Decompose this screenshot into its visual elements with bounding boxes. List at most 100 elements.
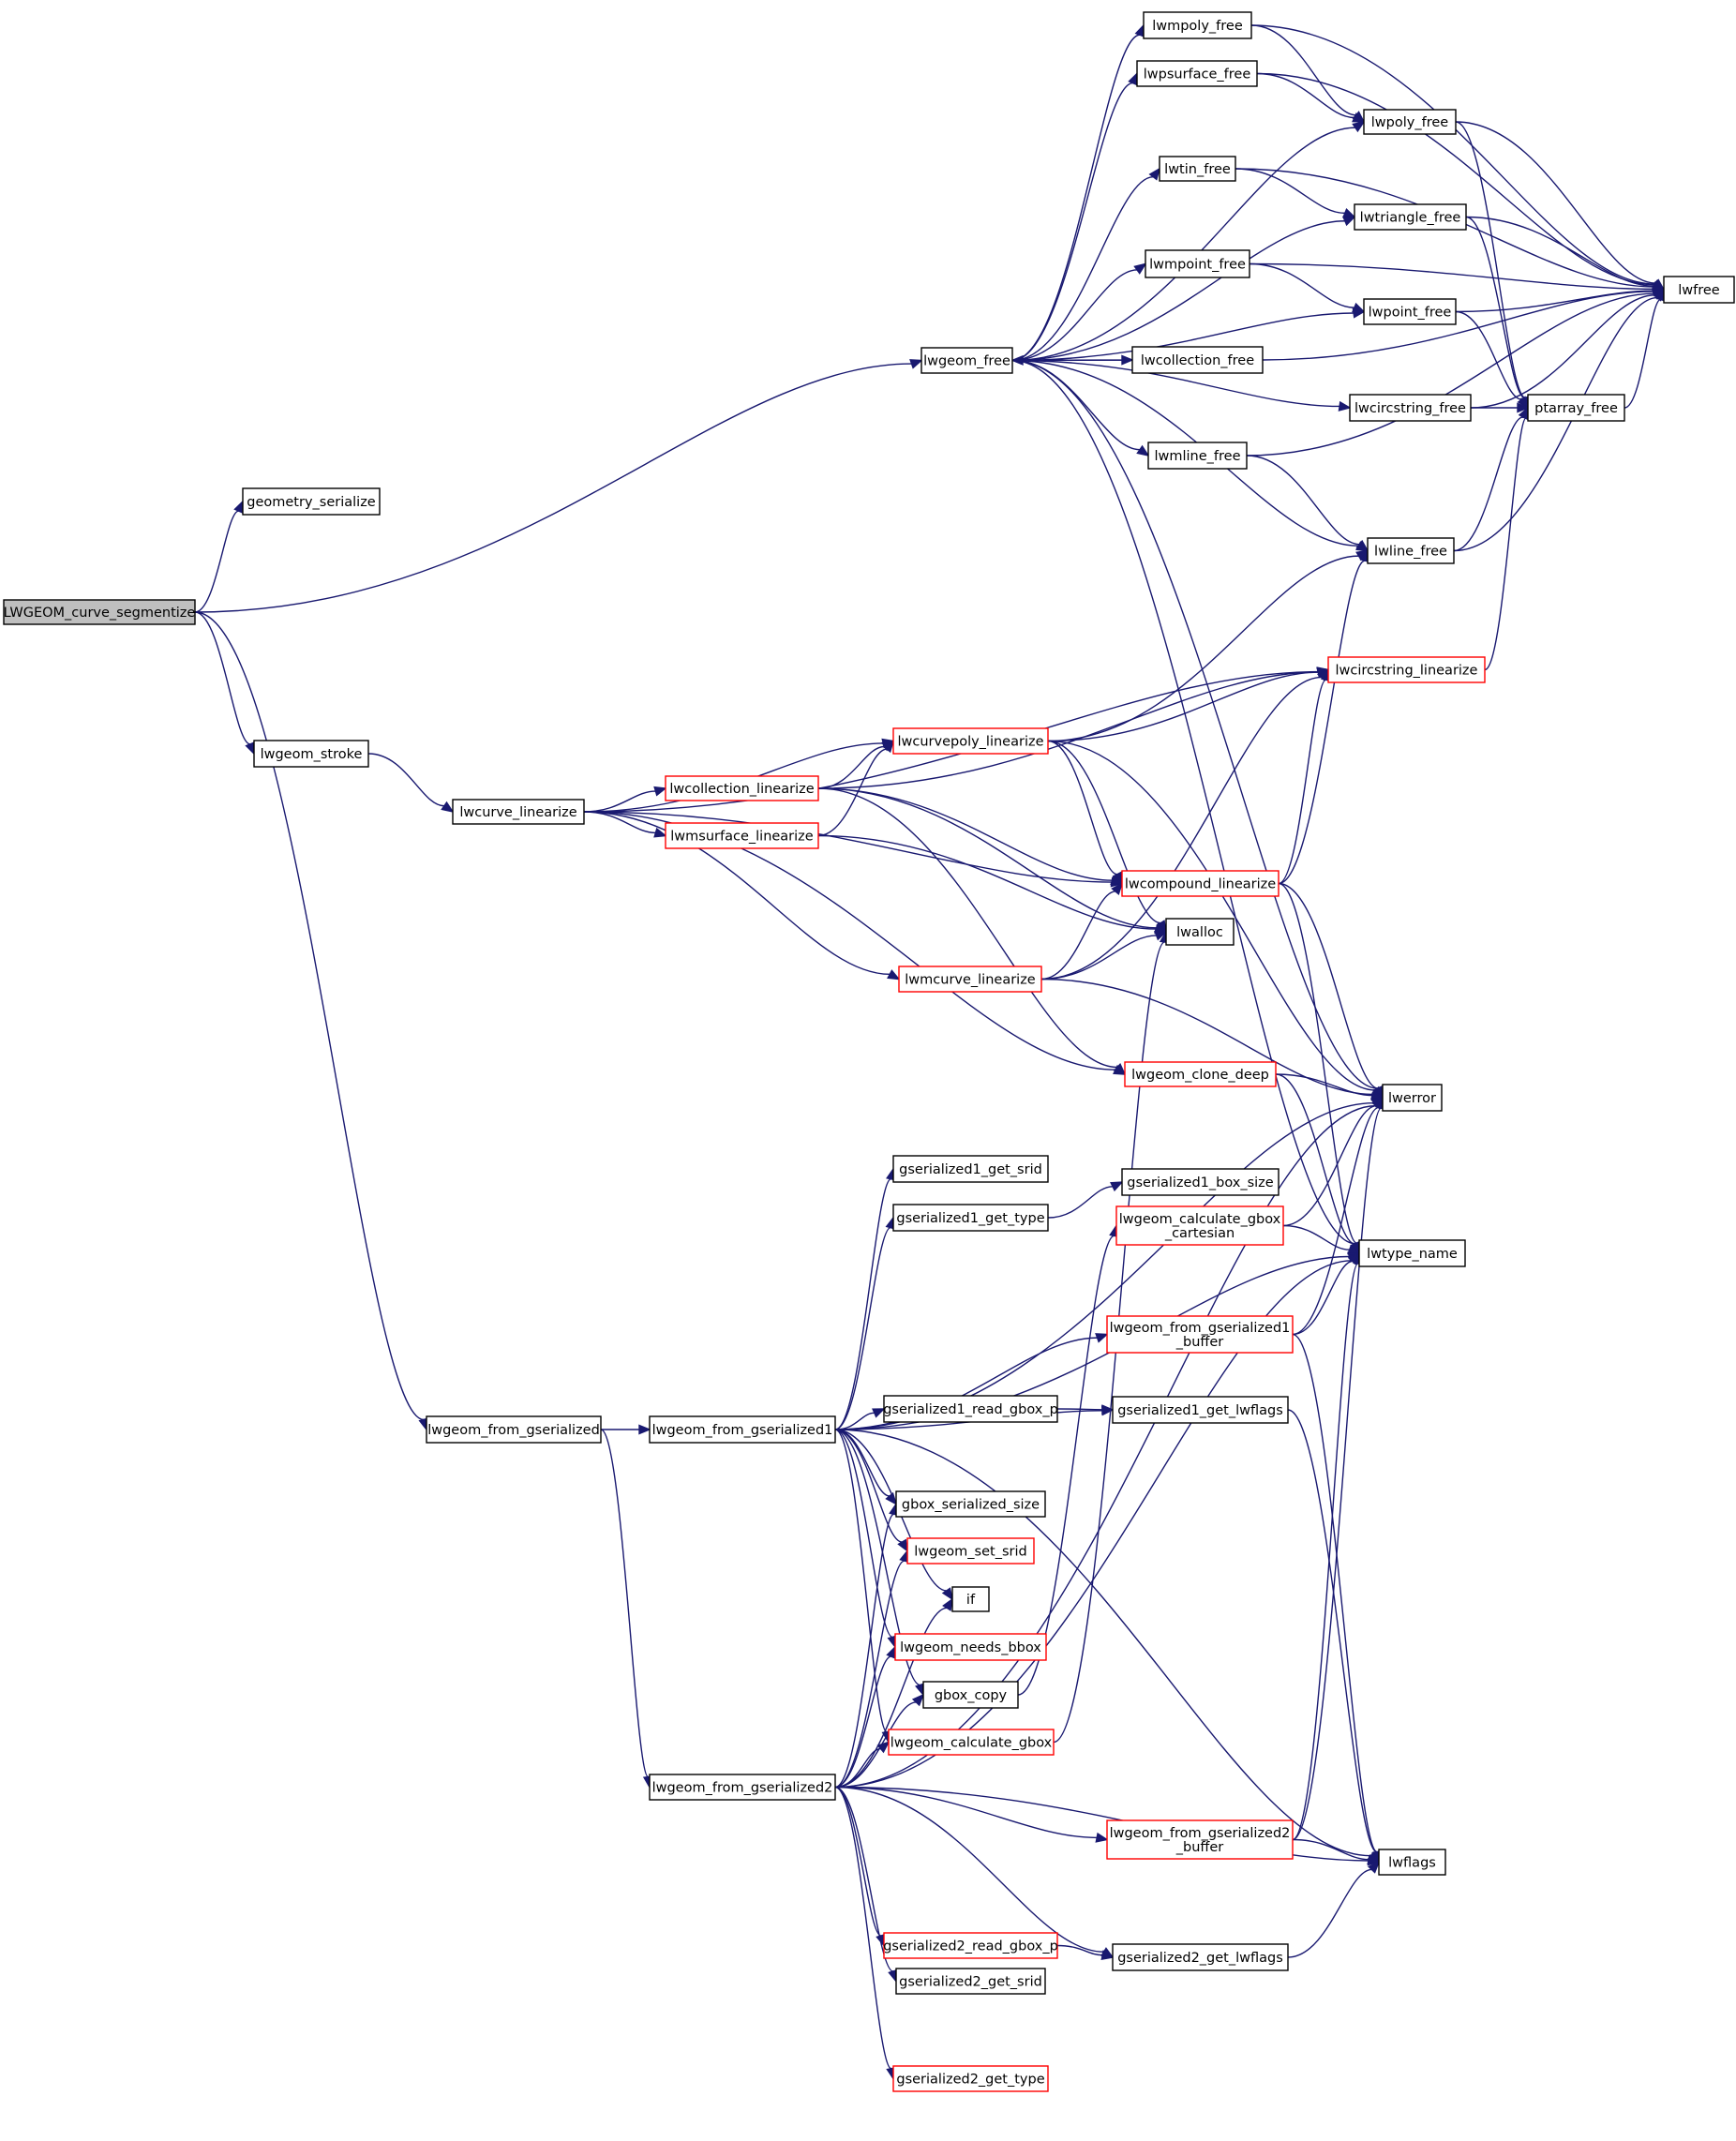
node-psurff[interactable]: lwpsurface_free: [1136, 60, 1258, 87]
node-label: lwtype_name: [1367, 1247, 1458, 1262]
node-g2type[interactable]: gserialized2_get_type: [892, 2065, 1049, 2092]
node-box: [888, 1729, 1055, 1756]
node-g2srid[interactable]: gserialized2_get_srid: [895, 1968, 1046, 1995]
edge-linef-to-ptaf: [1453, 406, 1529, 552]
node-lfg[interactable]: lwgeom_from_gserialized: [426, 1415, 602, 1444]
node-gboxcopy[interactable]: gbox_copy: [922, 1681, 1019, 1709]
node-g1readbox[interactable]: gserialized1_read_gbox_p: [883, 1395, 1058, 1423]
node-mcurvelin[interactable]: lwmcurve_linearize: [898, 966, 1042, 993]
edge-mcurvelin-to-complin: [1040, 882, 1124, 981]
node-label: gbox_serialized_size: [902, 1498, 1040, 1513]
edge-fg1buf-to-typename: [1292, 1251, 1361, 1336]
node-g1srid[interactable]: gserialized1_get_srid: [892, 1155, 1049, 1183]
node-lwalloc[interactable]: lwalloc: [1165, 918, 1235, 946]
node-lwerror[interactable]: lwerror: [1382, 1084, 1443, 1112]
node-msurflin[interactable]: lwmsurface_linearize: [665, 822, 819, 849]
node-mpointf[interactable]: lwmpoint_free: [1145, 249, 1250, 278]
node-box: [1112, 1943, 1289, 1971]
node-linef[interactable]: lwline_free: [1367, 537, 1455, 564]
node-label: lwerror: [1388, 1091, 1436, 1106]
edge-psurff-to-lwfree: [1256, 72, 1666, 291]
node-lfree[interactable]: lwgeom_free: [920, 347, 1013, 374]
node-setsrid[interactable]: lwgeom_set_srid: [906, 1537, 1035, 1565]
edge-fg1-to-fg1buf: [834, 1333, 1109, 1430]
node-label: lwcompound_linearize: [1125, 877, 1276, 892]
node-clonedeep[interactable]: lwgeom_clone_deep: [1124, 1061, 1277, 1087]
node-g2lwflags[interactable]: gserialized2_get_lwflags: [1112, 1943, 1289, 1971]
node-gs[interactable]: geometry_serialize: [242, 487, 381, 516]
edge-pointf-to-ptaf: [1455, 310, 1530, 410]
node-g2readbox[interactable]: gserialized2_read_gbox_p: [883, 1932, 1058, 1959]
node-tinf[interactable]: lwtin_free: [1159, 156, 1236, 182]
node-box: [1349, 394, 1472, 422]
node-box: [242, 487, 381, 516]
node-label: _buffer: [1175, 1840, 1224, 1855]
node-complin[interactable]: lwcompound_linearize: [1121, 870, 1280, 897]
node-mpolyf[interactable]: lwmpoly_free: [1143, 11, 1252, 39]
node-box: [906, 1537, 1035, 1565]
node-circlin[interactable]: lwcircstring_linearize: [1327, 656, 1486, 683]
edge-colllin-to-clonedeep: [817, 787, 1127, 1076]
node-if[interactable]: if: [951, 1586, 990, 1612]
edge-fg2buf-to-lwflags: [1292, 1838, 1381, 1864]
node-calcgbox[interactable]: lwgeom_calculate_gbox: [888, 1729, 1055, 1756]
edge-lfg-to-fg1: [600, 1424, 651, 1435]
edge-trif-to-lwfree: [1465, 216, 1666, 292]
node-fg1[interactable]: lwgeom_from_gserialized1: [649, 1415, 836, 1444]
node-box: [649, 1774, 836, 1801]
node-g1type[interactable]: gserialized1_get_type: [892, 1204, 1049, 1232]
node-calccart[interactable]: lwgeom_calculate_gbox_cartesian: [1115, 1205, 1284, 1246]
edge-mlinef-to-linef: [1246, 455, 1369, 552]
node-fg2buf[interactable]: lwgeom_from_gserialized2_buffer: [1106, 1819, 1294, 1860]
node-g1boxsize[interactable]: gserialized1_box_size: [1121, 1168, 1280, 1196]
node-root[interactable]: LWGEOM_curve_segmentize: [3, 599, 196, 625]
node-fg2[interactable]: lwgeom_from_gserialized2: [649, 1774, 836, 1801]
node-trif[interactable]: lwtriangle_free: [1354, 203, 1467, 231]
edge-mpointf-to-pointf: [1249, 262, 1366, 313]
node-label: lwpoint_free: [1369, 306, 1452, 321]
node-label: lwgeom_set_srid: [914, 1545, 1026, 1560]
node-label: gserialized1_read_gbox_p: [883, 1402, 1058, 1417]
node-ptaf[interactable]: ptarray_free: [1527, 394, 1625, 422]
node-colllin[interactable]: lwcollection_linearize: [665, 775, 819, 801]
edge-gboxcopy-to-calccart: [1017, 1223, 1120, 1696]
node-box: [1147, 442, 1248, 470]
node-needsbbox[interactable]: lwgeom_needs_bbox: [894, 1633, 1047, 1661]
node-box: [1159, 156, 1236, 182]
node-g1lwflags[interactable]: gserialized1_get_lwflags: [1112, 1396, 1289, 1424]
node-label: lwcurve_linearize: [459, 805, 576, 820]
node-label: lwmcurve_linearize: [905, 973, 1036, 988]
edge-root-to-lfree: [194, 359, 923, 613]
node-gboxsersize[interactable]: gbox_serialized_size: [895, 1490, 1046, 1518]
node-box: [1165, 918, 1235, 946]
edge-curvelin-to-clonedeep: [583, 811, 1127, 1075]
node-box: [1106, 1315, 1294, 1354]
node-label: lwcollection_free: [1141, 353, 1254, 368]
node-label: gbox_copy: [935, 1688, 1008, 1703]
node-cpolylin[interactable]: lwcurvepoly_linearize: [892, 727, 1049, 755]
node-lst[interactable]: lwgeom_stroke: [253, 740, 369, 768]
node-label: lwflags: [1388, 1856, 1436, 1871]
edge-lfree-to-trif: [1011, 216, 1356, 362]
edge-colllin-to-lwalloc: [817, 787, 1168, 933]
node-label: lwgeom_calculate_gbox: [1119, 1212, 1281, 1227]
node-label: lwalloc: [1176, 925, 1223, 940]
node-lwflags[interactable]: lwflags: [1378, 1849, 1446, 1876]
node-polyf[interactable]: lwpoly_free: [1363, 109, 1457, 135]
node-collf[interactable]: lwcollection_free: [1131, 346, 1264, 374]
node-typename[interactable]: lwtype_name: [1358, 1239, 1466, 1267]
node-lwfree[interactable]: lwfree: [1663, 276, 1735, 304]
edge-lfree-to-mlinef: [1011, 359, 1150, 457]
node-label: lwgeom_from_gserialized1: [1110, 1321, 1291, 1336]
node-label: lwgeom_from_gserialized: [427, 1423, 600, 1438]
node-curvelin[interactable]: lwcurve_linearize: [452, 799, 585, 825]
node-label: lwpsurface_free: [1144, 67, 1251, 82]
edge-lfree-to-mpolyf: [1011, 23, 1145, 362]
node-circf[interactable]: lwcircstring_free: [1349, 394, 1472, 422]
node-box: [1115, 1205, 1284, 1246]
node-pointf[interactable]: lwpoint_free: [1363, 298, 1457, 325]
node-fg1buf[interactable]: lwgeom_from_gserialized1_buffer: [1106, 1315, 1294, 1354]
node-mlinef[interactable]: lwmline_free: [1147, 442, 1248, 470]
node-label: lwcircstring_linearize: [1336, 664, 1478, 679]
